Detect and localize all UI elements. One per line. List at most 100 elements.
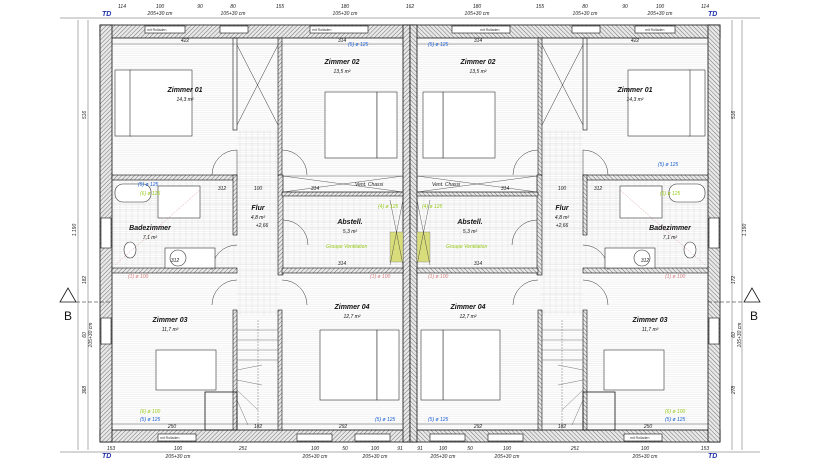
- dimension-inner: 312: [594, 186, 603, 192]
- floor-level: +2,66: [556, 223, 569, 229]
- dimension-top: 114: [701, 4, 709, 10]
- dimension-bottom: 153: [701, 446, 710, 452]
- room-name: Badezimmer: [129, 225, 172, 232]
- room-name: Abstell.: [336, 219, 362, 226]
- dimension-bottom: 100: [641, 446, 650, 452]
- dimension-inner: 100: [558, 186, 567, 192]
- dimension-top: 180: [341, 4, 350, 10]
- dimension-inner: 182: [254, 424, 263, 430]
- room-area: 11,7 m²: [642, 327, 659, 333]
- dimension-top: 100: [156, 4, 165, 10]
- vent-chase-label: Vent. Chassi: [355, 182, 384, 188]
- vent-label: (1) ø 100: [665, 274, 686, 280]
- ventilation-labels: (5) ø 125 (5) ø 125 (5) ø 125 (5) ø 125 …: [128, 42, 686, 423]
- vent-label: (5) ø 125: [138, 182, 159, 188]
- dimension-top: 80: [230, 4, 236, 10]
- dimension-left: 60: [82, 332, 88, 338]
- dimension-bottom: 251: [238, 446, 248, 452]
- dimension-top-sub: 205+30 cm: [647, 11, 673, 17]
- dimension-bottom: 91: [397, 446, 403, 452]
- dimension-inner: 422: [181, 38, 190, 44]
- dimension-inner: 312: [641, 258, 650, 264]
- vent-label: (5) ø 125: [428, 42, 449, 48]
- dimension-bottom: 50: [467, 446, 473, 452]
- window-note: mit Rolladen: [312, 28, 332, 32]
- window-note: mit Rolladen: [630, 436, 650, 440]
- room-name: Zimmer 04: [333, 304, 369, 311]
- dimension-top-sub: 105+30 cm: [221, 11, 246, 17]
- dimension-left: 368: [82, 386, 88, 395]
- dimension-inner: 292: [338, 424, 348, 430]
- dimension-inner: 314: [474, 261, 483, 267]
- vent-label: (6) ø 125: [660, 191, 681, 197]
- vent-label: (1) ø 100: [128, 274, 149, 280]
- dimension-inner: 182: [558, 424, 567, 430]
- dimension-inner: 312: [218, 186, 227, 192]
- room-area: 7,1 m²: [663, 235, 678, 241]
- vent-label: (5) ø 125: [375, 417, 396, 423]
- section-label-left: B: [64, 309, 72, 323]
- vent-group-label: Groupe Ventilation: [326, 244, 367, 250]
- floor-level: +2,66: [256, 223, 269, 229]
- window-note: mit Rolladen: [480, 28, 500, 32]
- room-name: Zimmer 03: [151, 317, 187, 324]
- room-name: Zimmer 01: [616, 87, 652, 94]
- vent-label: (5) ø 125: [665, 417, 686, 423]
- dimension-inner: 312: [171, 258, 180, 264]
- dimension-inner: 250: [167, 424, 177, 430]
- vent-chase-label: Vent. Chassi: [432, 182, 461, 188]
- dimension-inner: 422: [631, 38, 640, 44]
- dimension-inner: 314: [338, 261, 347, 267]
- room-name: Zimmer 04: [449, 304, 485, 311]
- dimension-right: 172: [731, 276, 737, 285]
- vent-label: (6) ø 100: [140, 409, 161, 415]
- left-unit: [59, 17, 411, 453]
- dimension-right: 278: [731, 386, 737, 396]
- dimension-bottom-sub: 205+30 cm: [632, 454, 658, 460]
- room-area: 14,3 m²: [177, 97, 194, 103]
- room-area: 12,7 m²: [460, 314, 477, 320]
- section-label-right: B: [750, 309, 758, 323]
- dimension-bottom: 100: [503, 446, 512, 452]
- room-area: 4,8 m²: [251, 215, 266, 221]
- dimension-bottom: 100: [174, 446, 183, 452]
- dimension-bottom: 91: [417, 446, 423, 452]
- dimension-bottom-sub: 205+30 cm: [165, 454, 191, 460]
- room-name: Abstell.: [456, 219, 482, 226]
- dimension-inner: 314: [501, 186, 510, 192]
- dimension-top: 155: [536, 4, 545, 10]
- room-area: 5,3 m²: [463, 229, 478, 235]
- vent-group-label: Groupe Ventilation: [446, 244, 487, 250]
- room-area: 4,8 m²: [555, 215, 570, 221]
- room-name: Zimmer 02: [323, 59, 359, 66]
- dimension-bottom: 50: [342, 446, 348, 452]
- vent-label: (5) ø 125: [658, 162, 679, 168]
- room-area: 13,5 m²: [470, 69, 487, 75]
- window-note: mit Rolladen: [645, 28, 665, 32]
- dimension-right: 516: [731, 111, 737, 120]
- dimension-left: 105+30 cm: [88, 323, 94, 348]
- room-area: 11,7 m²: [162, 327, 179, 333]
- room-name: Zimmer 02: [459, 59, 495, 66]
- dimension-left: 516: [82, 111, 88, 120]
- dimension-right: 60: [731, 332, 737, 338]
- dimension-top: 100: [656, 4, 665, 10]
- dimension-inner: 314: [474, 38, 483, 44]
- dimension-top-sub: 105+30 cm: [573, 11, 598, 17]
- dimension-inner: 100: [254, 186, 263, 192]
- vent-label: (1) ø 100: [370, 274, 391, 280]
- vent-label: (1) ø 100: [428, 274, 449, 280]
- vent-label: (5) ø 125: [428, 417, 449, 423]
- room-name: Zimmer 03: [631, 317, 667, 324]
- dimension-right: 105+30 cm: [737, 323, 743, 348]
- td-marker: TD: [102, 11, 111, 18]
- dimension-bottom-sub: 205+30 cm: [362, 454, 388, 460]
- vent-label: (6) ø 100: [665, 409, 686, 415]
- vent-label: (5) ø 125: [140, 417, 161, 423]
- dimension-top: 80: [582, 4, 588, 10]
- room-name: Flur: [555, 205, 569, 212]
- dimension-bottom-sub: 205+30 cm: [430, 454, 456, 460]
- room-area: 14,3 m²: [627, 97, 644, 103]
